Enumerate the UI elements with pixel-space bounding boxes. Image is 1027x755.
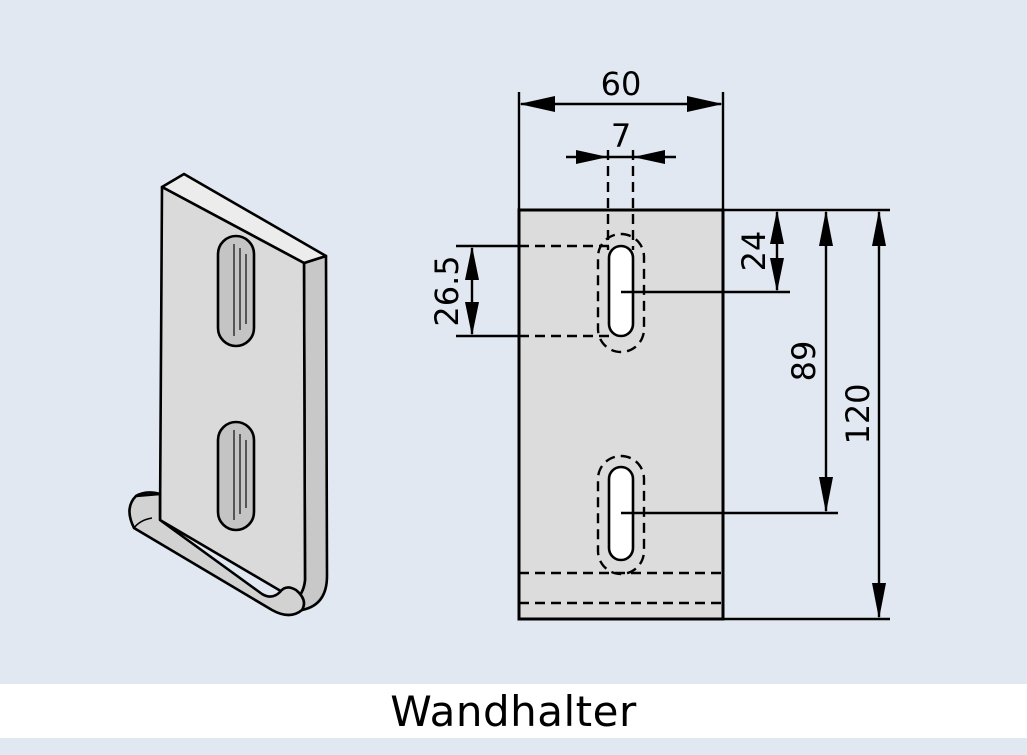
iso-slot-upper <box>216 234 256 348</box>
dimension-height: 120 <box>839 210 886 619</box>
technical-drawing: 60 7 26.5 24 89 <box>128 65 890 621</box>
hidden-slot-lines <box>519 150 723 605</box>
dimension-hole-spacing-label: 89 <box>785 341 823 382</box>
dimension-width: 60 <box>519 65 723 112</box>
caption-band <box>0 684 1027 738</box>
dimension-slot-width-label: 7 <box>611 117 631 155</box>
front-view: 60 7 26.5 24 89 <box>428 65 890 621</box>
dimension-slot-length: 26.5 <box>428 246 479 336</box>
dimension-hole-spacing: 89 <box>785 210 833 513</box>
dimension-slot-width: 7 <box>566 117 676 164</box>
iso-slot-lower <box>216 420 256 532</box>
dimension-slot-length-label: 26.5 <box>428 255 466 326</box>
dimension-height-label: 120 <box>839 383 877 444</box>
bottom-strip <box>0 738 1027 755</box>
dimension-slot-offset-label: 24 <box>735 231 773 272</box>
isometric-view <box>128 172 329 617</box>
dimension-width-label: 60 <box>601 65 642 103</box>
caption-title: Wandhalter <box>390 687 637 736</box>
extension-lines <box>456 92 890 621</box>
dimension-slot-offset: 24 <box>735 210 784 292</box>
iso-hook <box>128 492 306 617</box>
